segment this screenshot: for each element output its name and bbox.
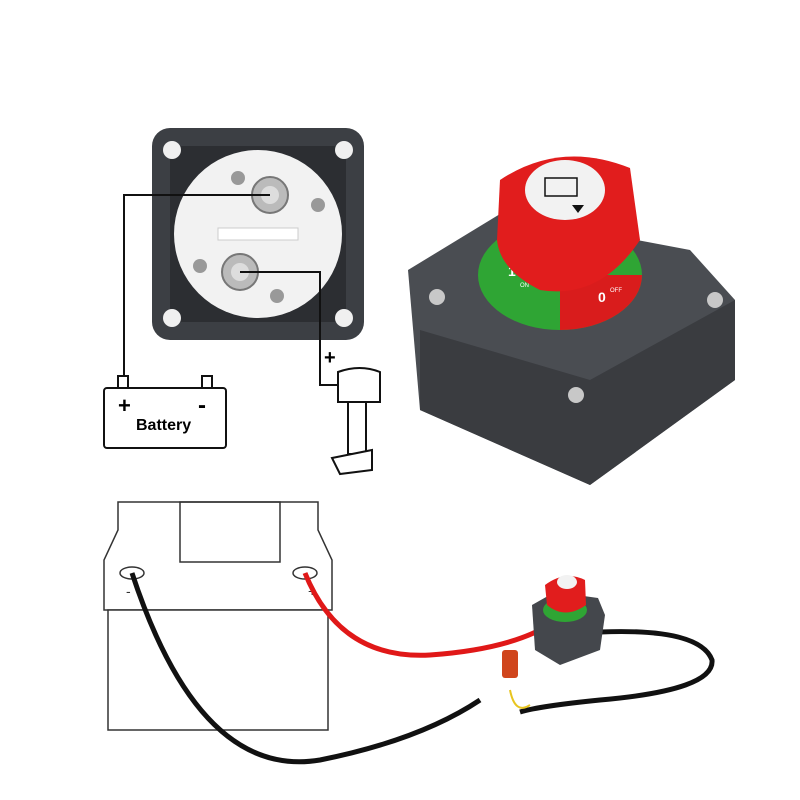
battery-label: Battery [136,417,191,434]
schematic-wires [123,194,345,386]
terminal-negative: - [126,583,131,599]
on-position-label: 1 [508,263,516,279]
positive-cable [302,572,542,658]
load-cable [519,629,715,715]
battery-icon [544,177,578,197]
battery-minus: - [198,392,206,419]
off-position-label: 0 [598,289,606,305]
negative-cable [129,572,482,765]
schematic-battery: + - Battery [103,375,227,449]
switch-back-view [152,128,364,340]
small-battery-switch [532,575,605,665]
pointer-arrow-icon [572,205,584,213]
inline-fuse [502,650,518,678]
battery-plus: + [118,393,131,418]
on-text: ON [520,283,529,289]
car-battery-drawing [103,501,333,731]
motor-plus: + [324,347,336,369]
battery-switch-photo: 1 ON 0 OFF [408,156,735,485]
outboard-motor-icon [330,367,381,476]
off-text: OFF [610,288,622,294]
